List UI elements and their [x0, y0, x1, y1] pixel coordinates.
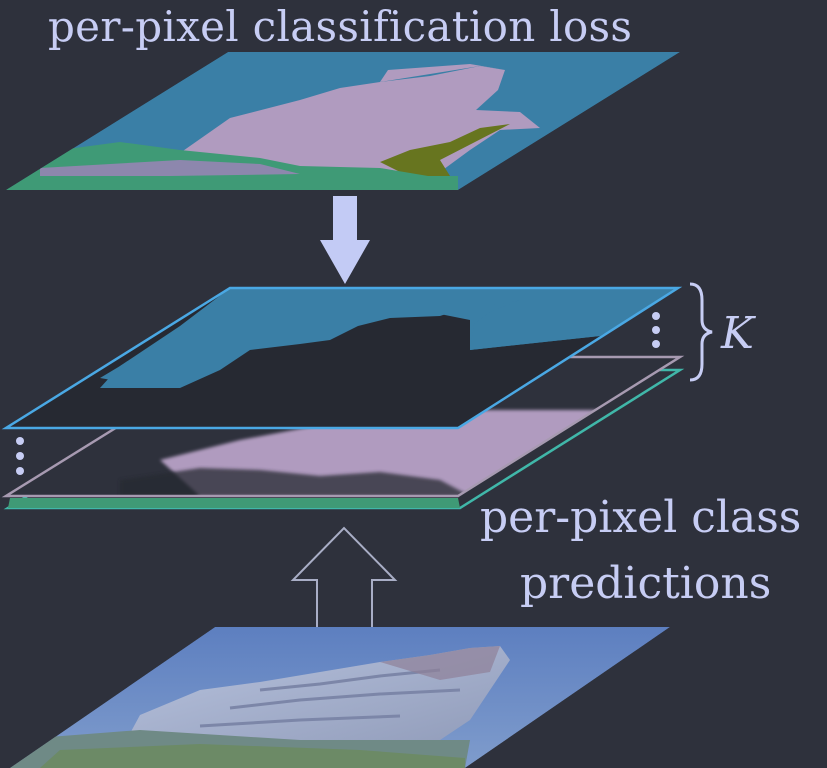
k-brace-icon	[689, 282, 713, 382]
ground-truth-plane	[6, 52, 680, 190]
layer-ellipsis-right	[652, 312, 660, 348]
layer-ellipsis-left	[16, 437, 24, 475]
k-label: K	[721, 308, 754, 359]
predictions-label-line2: predictions	[520, 558, 772, 609]
loss-title: per-pixel classification loss	[48, 2, 633, 51]
down-arrow-icon	[320, 196, 370, 284]
predictions-label-line1: per-pixel class	[480, 492, 802, 543]
prediction-layer-blue	[1, 286, 683, 430]
input-image-plane	[10, 627, 670, 768]
